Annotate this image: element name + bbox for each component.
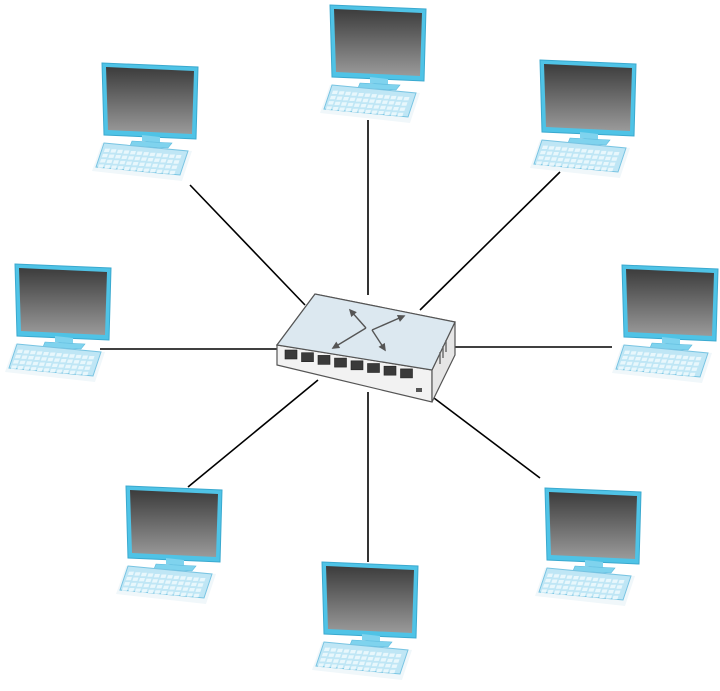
keyboard-icon <box>535 567 635 606</box>
computer-right <box>612 264 719 383</box>
ethernet-port-icon <box>400 368 413 379</box>
ethernet-port-icon <box>367 363 380 373</box>
monitor-icon <box>321 561 419 648</box>
network-switch <box>275 293 456 403</box>
computer-left <box>5 263 112 382</box>
network-links <box>100 120 612 562</box>
keyboard-icon <box>312 641 412 680</box>
computer-bottom-right <box>535 487 642 606</box>
link-computer-bottom-left <box>187 379 319 488</box>
link-computer-bottom-right <box>429 394 541 479</box>
keyboard-icon <box>116 565 216 604</box>
keyboard-icon <box>612 344 712 383</box>
monitor-icon <box>101 62 199 149</box>
monitor-icon <box>539 59 637 146</box>
switch-body <box>275 293 456 403</box>
computer-top <box>320 4 427 123</box>
ethernet-port-icon <box>334 357 347 368</box>
ethernet-port-icon <box>284 349 298 360</box>
ethernet-port-icon <box>317 355 331 365</box>
keyboard-icon <box>530 139 630 178</box>
monitor-icon <box>14 263 112 350</box>
link-computer-top-left <box>189 184 306 306</box>
computer-top-right <box>530 59 637 178</box>
ethernet-port-icon <box>301 352 314 363</box>
link-computer-top-right <box>419 171 561 311</box>
monitor-icon <box>125 485 223 572</box>
monitor-icon <box>329 4 427 91</box>
computer-top-left <box>92 62 199 181</box>
keyboard-icon <box>92 142 192 181</box>
ethernet-port-icon <box>383 365 397 376</box>
switching-arrows-icon <box>331 308 406 352</box>
keyboard-icon <box>320 84 420 123</box>
ethernet-port-icon <box>350 360 364 371</box>
monitor-icon <box>621 264 719 351</box>
keyboard-icon <box>5 343 105 382</box>
computer-bottom-left <box>116 485 223 604</box>
monitor-icon <box>544 487 642 574</box>
computers-group <box>5 4 719 680</box>
switch-ports <box>284 349 413 379</box>
computer-bottom <box>312 561 419 680</box>
